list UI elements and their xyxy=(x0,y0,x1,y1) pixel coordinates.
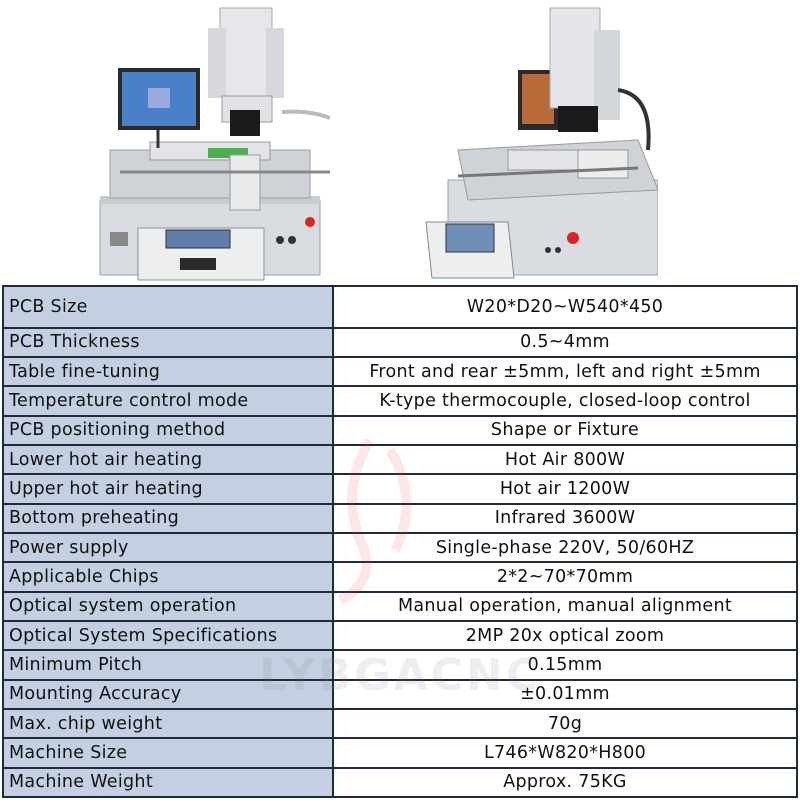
bga-rework-station-front-photo xyxy=(90,0,330,284)
spec-name: Upper hot air heating xyxy=(4,475,334,503)
spec-value: W20*D20~W540*450 xyxy=(334,287,796,327)
spec-value: Infrared 3600W xyxy=(334,504,796,532)
product-photos xyxy=(0,0,800,284)
spec-name: Mounting Accuracy xyxy=(4,680,334,708)
spec-name: PCB positioning method xyxy=(4,416,334,444)
spec-value: ±0.01mm xyxy=(334,680,796,708)
spec-value: L746*W820*H800 xyxy=(334,739,796,767)
spec-value: Approx. 75KG xyxy=(334,768,796,796)
spec-value: Manual operation, manual alignment xyxy=(334,592,796,620)
spec-name: Temperature control mode xyxy=(4,387,334,415)
spec-value: 2MP 20x optical zoom xyxy=(334,621,796,650)
spec-name: Power supply xyxy=(4,533,334,562)
spec-value: Shape or Fixture xyxy=(334,416,796,444)
spec-name: Table fine-tuning xyxy=(4,357,334,386)
spec-value: Front and rear ±5mm, left and right ±5mm xyxy=(334,357,796,386)
spec-name: PCB Size xyxy=(4,287,334,327)
spec-name: PCB Thickness xyxy=(4,328,334,356)
spec-value: K-type thermocouple, closed-loop control xyxy=(334,387,796,415)
bga-rework-station-angle-photo xyxy=(418,0,658,284)
spec-name: Lower hot air heating xyxy=(4,445,334,474)
spec-name: Machine Size xyxy=(4,739,334,767)
spec-value: Single-phase 220V, 50/60HZ xyxy=(334,533,796,562)
spec-name: Optical system operation xyxy=(4,592,334,620)
spec-value: Hot air 1200W xyxy=(334,475,796,503)
spec-value: 0.15mm xyxy=(334,651,796,679)
spec-name: Bottom preheating xyxy=(4,504,334,532)
spec-value: 2*2~70*70mm xyxy=(334,563,796,591)
spec-value: 0.5~4mm xyxy=(334,328,796,356)
spec-name: Minimum Pitch xyxy=(4,651,334,679)
spec-row: Mounting Accuracy±0.01mm xyxy=(4,680,796,710)
spec-name: Applicable Chips xyxy=(4,563,334,591)
spec-name: Optical System Specifications xyxy=(4,621,334,650)
spec-name: Machine Weight xyxy=(4,768,334,796)
spec-value: 70g xyxy=(334,709,796,738)
spec-value: Hot Air 800W xyxy=(334,445,796,474)
spec-name: Max. chip weight xyxy=(4,709,334,738)
